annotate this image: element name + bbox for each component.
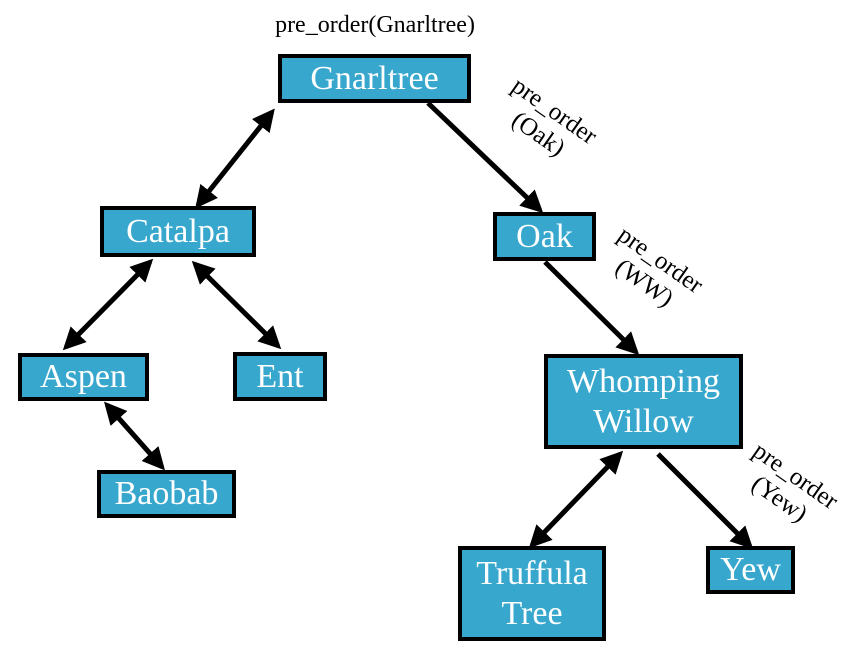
edge-catalpa-ent: [191, 260, 282, 350]
node-whomping-willow: Whomping Willow: [544, 354, 743, 449]
node-baobab: Baobab: [97, 470, 236, 518]
node-yew: Yew: [706, 546, 795, 594]
edge-catalpa-aspen: [62, 258, 154, 351]
edge-oak-willow: [543, 260, 640, 356]
node-aspen: Aspen: [18, 353, 149, 401]
top-call-label: pre_order(Gnarltree): [275, 12, 475, 38]
edge-aspen-baobab: [104, 401, 165, 471]
node-gnarltree: Gnarltree: [278, 54, 471, 103]
edge-gnarltree-oak: [426, 101, 544, 214]
node-oak: Oak: [493, 212, 596, 261]
node-ent: Ent: [233, 352, 327, 401]
edge-gnarltree-catalpa: [195, 108, 275, 209]
node-truffula-tree: Truffula Tree: [458, 546, 606, 641]
node-catalpa: Catalpa: [100, 206, 256, 257]
edge-willow-truffula: [528, 450, 624, 549]
edge-willow-yew: [656, 452, 754, 550]
